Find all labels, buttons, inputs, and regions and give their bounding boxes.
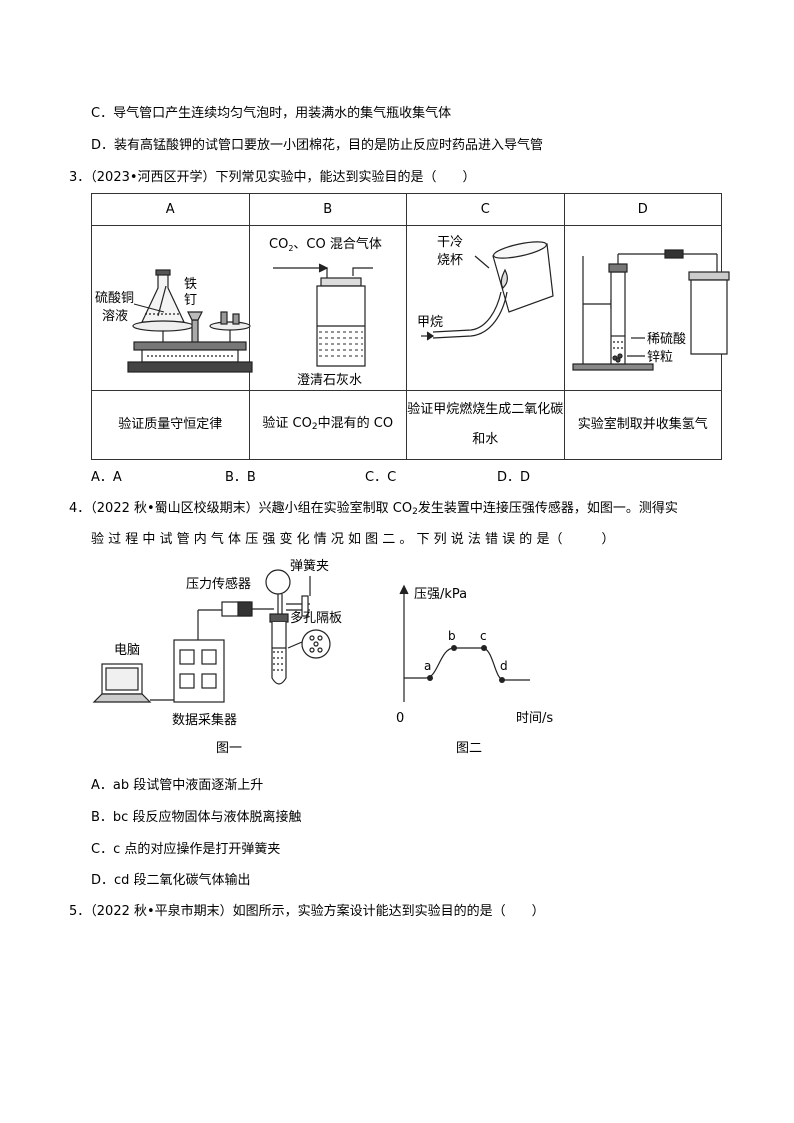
- q3-header-a: A: [91, 193, 250, 226]
- q3-figa-label-4: 钉: [184, 293, 197, 308]
- q4-fig2-label-a: a: [424, 659, 431, 673]
- q3-option-a: A．A: [91, 470, 122, 485]
- q3-caption-b-pre: 验证 CO: [262, 415, 312, 431]
- q4-fig2-origin: 0: [396, 711, 404, 726]
- q4-fig2-ylabel: 压强/kPa: [414, 587, 467, 602]
- q3-caption-a: 验证质量守恒定律: [91, 390, 250, 460]
- q4-stem-sub: 2: [412, 507, 418, 517]
- q3-caption-b: 验证 CO2中混有的 CO: [248, 390, 407, 460]
- q3-figa-label-2: 溶液: [102, 309, 128, 324]
- q3-figc-label-1: 干冷: [437, 235, 463, 250]
- q4-option-d: D．cd 段二氧化碳气体输出: [91, 873, 251, 888]
- q3-option-b: B．B: [225, 470, 256, 485]
- point-b-marker: [451, 645, 457, 651]
- q3-figa-label-1: 硫酸铜: [95, 291, 134, 306]
- q3-option-c: C．C: [365, 470, 397, 485]
- q5-stem: 5．（2022 秋•平泉市期末）如图所示，实验方案设计能达到实验目的的是（ ）: [69, 904, 545, 919]
- q3-figure-b: CO2、CO 混合气体 澄清石灰水: [248, 225, 407, 391]
- q4-figure-2: 压强/kPa 0 时间/s a b c d 图二: [396, 584, 553, 756]
- q3-figd-acid-label: 稀硫酸: [647, 332, 686, 347]
- q3-header-c: C: [406, 193, 565, 226]
- q3-figc-gas-label: 甲烷: [417, 315, 443, 330]
- svg-text:CO2、CO 混合气体: CO2、CO 混合气体: [269, 236, 382, 253]
- q3-caption-b-post: 中混有的 CO: [317, 415, 394, 431]
- q4-fig1-caption: 图一: [216, 741, 242, 756]
- point-d-marker: [499, 677, 505, 683]
- q3-caption-c: 验证甲烷燃烧生成二氧化碳和水: [406, 390, 565, 460]
- q3-figure-a: 硫酸铜 溶液 铁 钉: [91, 225, 253, 391]
- y-axis-arrow: [399, 584, 409, 595]
- q3-figb-gas-sub: 2: [288, 244, 293, 253]
- q3-figb-gas-pre: CO: [269, 237, 288, 252]
- q4-fig2-label-b: b: [448, 629, 456, 643]
- point-a-marker: [427, 675, 433, 681]
- q4-fig2-caption: 图二: [456, 741, 482, 756]
- q2-option-c: C．导气管口产生连续均匀气泡时，用装满水的集气瓶收集气体: [91, 106, 452, 121]
- q4-fig2-label-c: c: [480, 629, 487, 643]
- q3-header-d: D: [563, 193, 722, 226]
- q3-figb-bottle-label: 澄清石灰水: [297, 373, 362, 386]
- q3-caption-b-sub: 2: [311, 421, 318, 432]
- q4-stem-pre: 4．（2022 秋•蜀山区校级期末）兴趣小组在实验室制取 CO: [69, 501, 413, 516]
- q3-experiment-table: A B C D: [91, 193, 730, 460]
- q4-fig1-collector-label: 数据采集器: [172, 712, 237, 728]
- q4-stem-line1: 4．（2022 秋•蜀山区校级期末）兴趣小组在实验室制取 CO2发生装置中连接压…: [69, 497, 678, 517]
- q3-stem: 3．（2023•河西区开学）下列常见实验中，能达到实验目的是（ ）: [69, 170, 476, 185]
- q3-figure-c: 干冷 烧杯 甲烷: [406, 225, 565, 391]
- q3-figb-gas-post: 、CO 混合气体: [293, 236, 381, 252]
- q3-caption-d: 实验室制取并收集氢气: [563, 390, 722, 460]
- q4-figure-1: 弹簧夹 压力传感器 多孔隔板 电脑 数据采集器 图一: [92, 558, 342, 756]
- q4-fig1-computer-label: 电脑: [114, 643, 140, 658]
- q4-option-a: A．ab 段试管中液面逐渐上升: [91, 778, 264, 793]
- q2-option-d: D．装有高锰酸钾的试管口要放一小团棉花，目的是防止反应时药品进入导气管: [91, 138, 544, 153]
- q4-option-b: B．bc 段反应物固体与液体脱离接触: [91, 810, 302, 825]
- q3-figc-label-2: 烧杯: [437, 253, 463, 268]
- q4-fig2-xlabel: 时间/s: [516, 711, 553, 726]
- pressure-curve: [404, 647, 530, 681]
- q4-option-c: C．c 点的对应操作是打开弹簧夹: [91, 842, 281, 857]
- q4-fig1-plate-label: 多孔隔板: [290, 610, 342, 626]
- q3-option-d: D．D: [497, 470, 531, 485]
- q4-fig2-label-d: d: [500, 659, 508, 673]
- q4-fig1-clamp-label: 弹簧夹: [290, 558, 329, 574]
- q3-header-b: B: [248, 193, 407, 226]
- q3-figure-d: 稀硫酸 锌粒: [563, 225, 730, 391]
- q4-stem-line2: 验 过 程 中 试 管 内 气 体 压 强 变 化 情 况 如 图 二 。 下 …: [91, 532, 615, 547]
- point-c-marker: [481, 645, 487, 651]
- q4-stem-post: 发生装置中连接压强传感器，如图一。测得实: [417, 501, 678, 516]
- q4-fig1-sensor-label: 压力传感器: [186, 576, 251, 592]
- q3-figd-zinc-label: 锌粒: [647, 350, 673, 365]
- q3-figa-label-3: 铁: [184, 277, 197, 292]
